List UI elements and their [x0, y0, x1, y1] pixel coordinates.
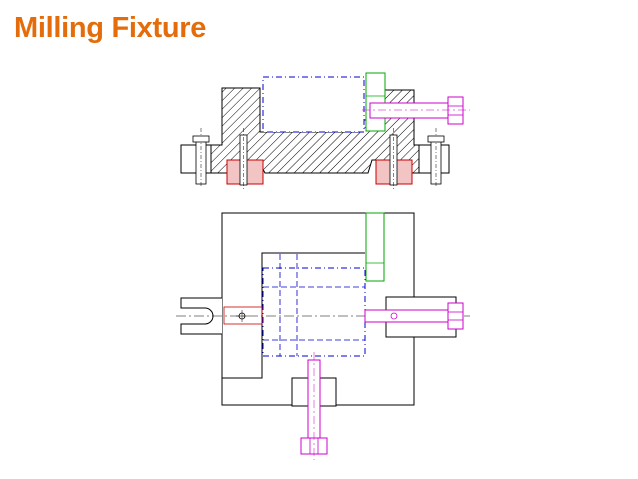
inner-left-bolt [239, 128, 248, 190]
clamp-green-plan [365, 212, 385, 282]
locator-plan [223, 306, 263, 325]
right-bolt-front [427, 128, 445, 188]
bottom-screw-plan [300, 352, 328, 460]
left-bolt-front [192, 128, 210, 188]
inner-right-bolt [389, 128, 398, 190]
front-view [180, 72, 470, 190]
top-view [176, 212, 470, 460]
workpiece-front [262, 76, 365, 133]
clamp-screw-front [362, 96, 470, 125]
right-screw-plan [364, 302, 464, 330]
slide-title: Milling Fixture [14, 12, 207, 44]
clamp-green-front [365, 72, 386, 132]
